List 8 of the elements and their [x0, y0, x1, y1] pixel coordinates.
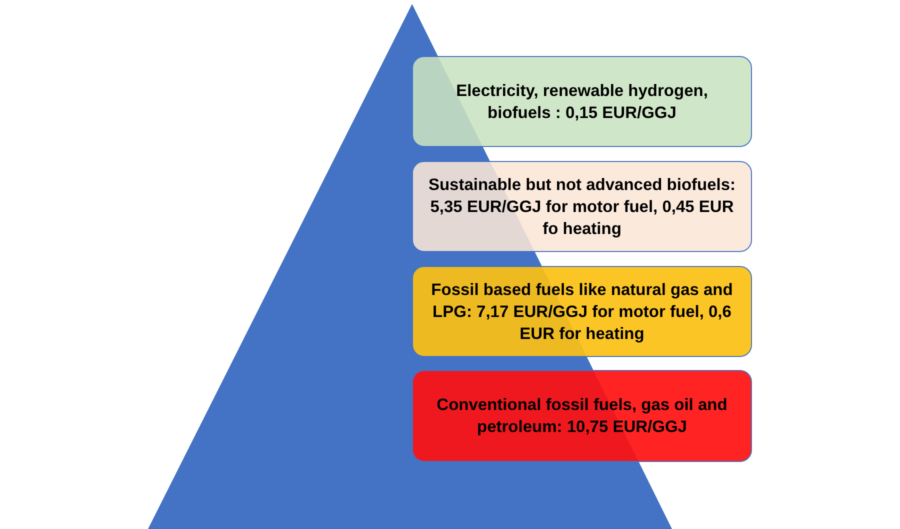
tier-box: [412, 370, 752, 462]
tier-text: Sustainable but not advanced biofuels: 5,35 EUR/GGJ for motor fuel, 0,45 EUR fo heating: [427, 174, 737, 240]
tier-box: [412, 56, 752, 147]
tier-box: [412, 161, 752, 252]
tier-box: [412, 266, 752, 357]
tier-text: Conventional fossil fuels, gas oil and petroleum: 10,75 EUR/GGJ: [436, 395, 728, 438]
tier-text: Electricity, renewable hydrogen, biofuels : 0,15 EUR/GGJ: [455, 80, 709, 124]
tier-text: Fossil based fuels like natural gas and LPG: 7,17 EUR/GGJ for motor fuel, 0,6 EUR for heating: [430, 280, 734, 344]
